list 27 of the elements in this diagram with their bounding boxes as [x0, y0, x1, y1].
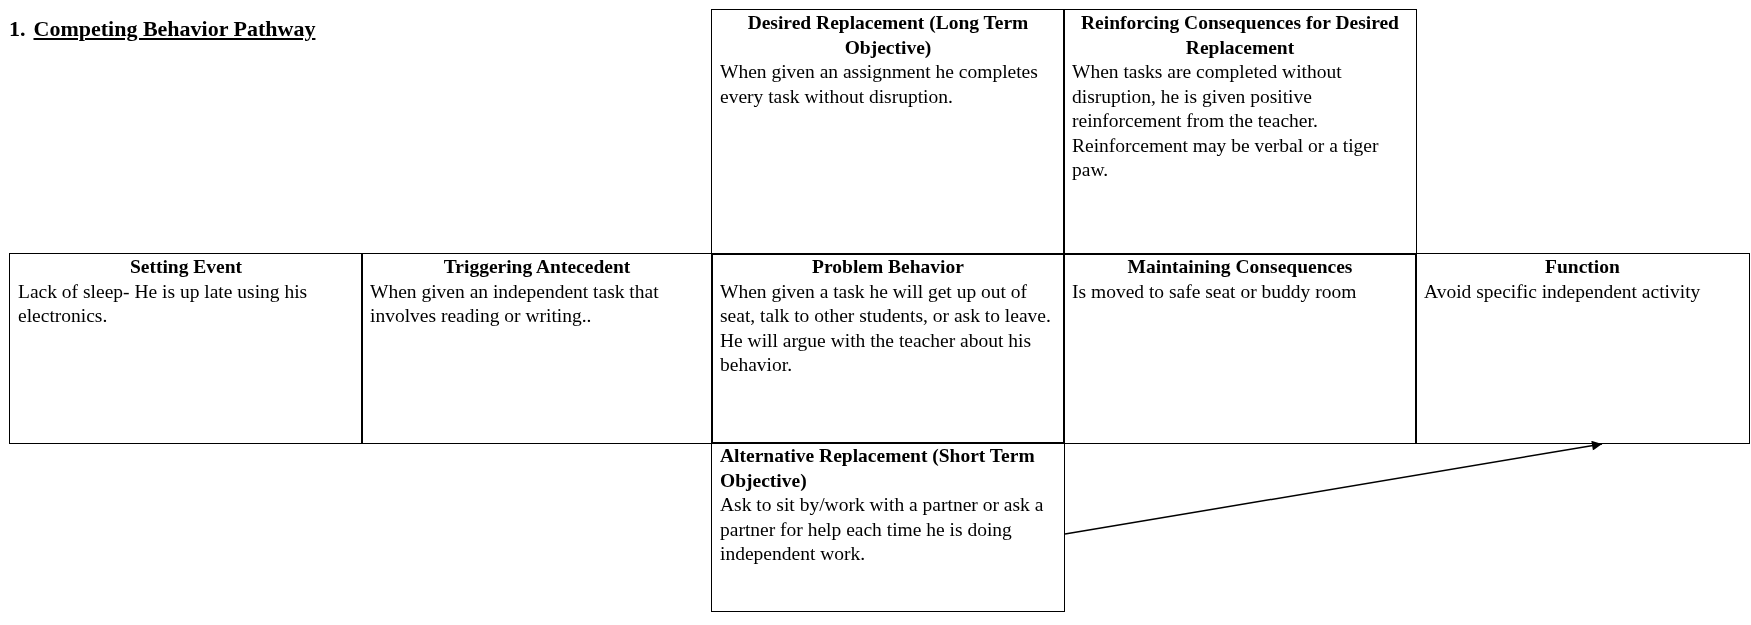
cell-heading: Maintaining Consequences	[1126, 255, 1354, 279]
cell-text: When tasks are completed without disruption, he is given positive reinforcement from the teacher. Reinforcement may be verbal or a tiger paw.	[1072, 60, 1380, 182]
title: Competing Behavior Pathway	[33, 16, 316, 42]
table-cell	[711, 9, 1065, 255]
table-cell	[711, 253, 1065, 444]
cell-heading: Triggering Antecedent	[442, 255, 632, 279]
cell-text: Avoid specific independent activity	[1424, 279, 1702, 304]
cell-text: Is moved to safe seat or buddy room	[1072, 279, 1358, 304]
table-cell	[711, 442, 1065, 612]
arrow	[1064, 440, 1603, 535]
cell-text: Lack of sleep- He is up late using his electronics.	[18, 279, 309, 328]
cell-text: When given an independent task that involves reading or writing..	[370, 279, 660, 328]
table-cell	[1063, 253, 1417, 444]
section-number: 1.	[9, 16, 26, 42]
cell-text: When given a task he will get up out of seat, talk to other students, or ask to leave. He will argue with the teacher about his behavior.	[720, 279, 1052, 377]
table-cell	[9, 253, 363, 444]
table-cell	[1063, 9, 1417, 255]
cell-heading: Desired Replacement (Long Term Objective)	[746, 11, 1030, 60]
cell-heading: Reinforcing Consequences for Desired Replacement	[1080, 11, 1400, 60]
cell-text: When given an assignment he completes every task without disruption.	[720, 60, 1039, 109]
cell-heading: Setting Event	[128, 255, 244, 279]
cell-heading: Function	[1544, 255, 1621, 279]
table-cell	[1415, 253, 1750, 444]
cell-text: Ask to sit by/work with a partner or ask a partner for help each time he is doing independent work.	[720, 493, 1045, 566]
cell-heading: Problem Behavior	[811, 255, 965, 279]
table-cell	[361, 253, 713, 444]
cell-heading: Alternative Replacement (Short Term Objective)	[720, 444, 1036, 493]
